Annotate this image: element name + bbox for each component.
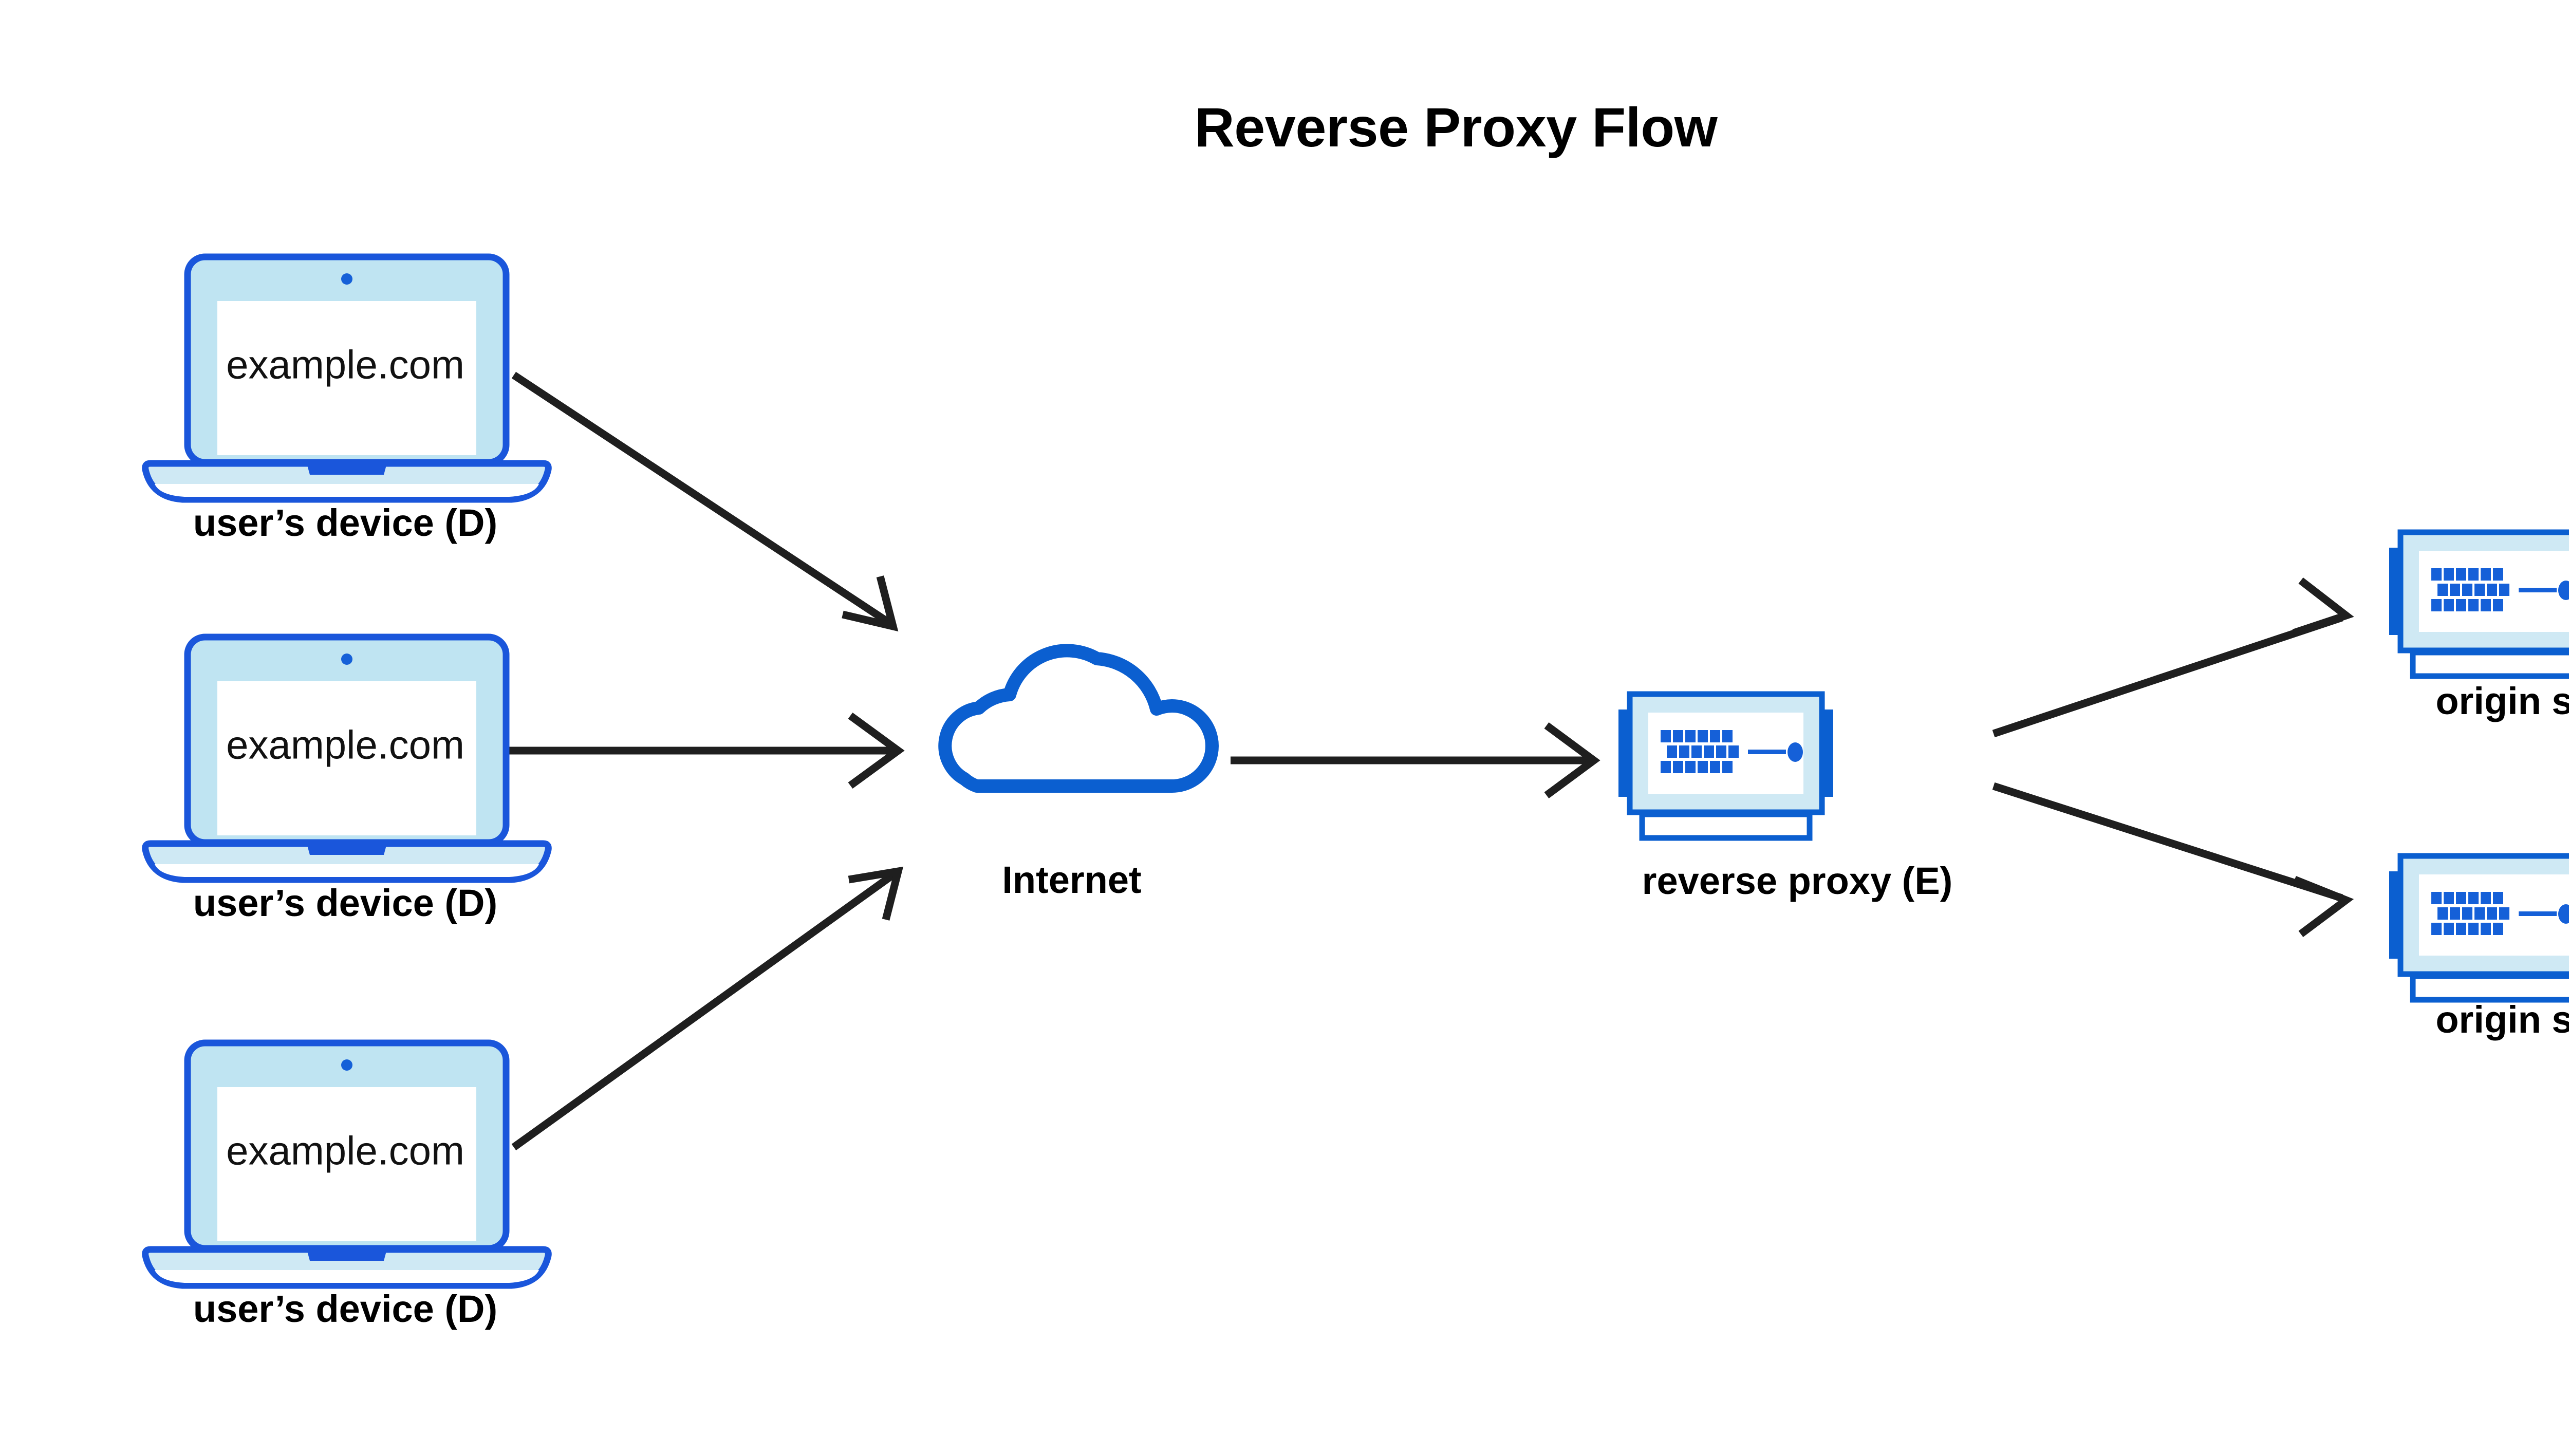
label-origin-server-2: origin server (F) — [2435, 998, 2569, 1041]
device-screen-text: example.com — [226, 722, 464, 768]
edge-device3-to-internet — [511, 866, 904, 1151]
label-device-1: user’s device (D) — [193, 501, 498, 544]
label-origin-server-1: origin server (F) — [2435, 680, 2569, 722]
label-internet: Internet — [1002, 858, 1142, 901]
cloud-icon — [945, 650, 1212, 786]
edge-proxy-to-origin1 — [1992, 577, 2354, 738]
edge-device2-to-internet — [506, 712, 905, 789]
server-icon — [2389, 856, 2569, 1000]
server-icon — [1618, 694, 1833, 838]
label-device-3: user’s device (D) — [193, 1287, 498, 1330]
edge-proxy-to-origin2 — [1992, 782, 2354, 937]
edge-internet-to-proxy — [1231, 722, 1600, 799]
device-screen-text: example.com — [226, 342, 464, 387]
server-icon — [2389, 532, 2569, 676]
page-title: Reverse Proxy Flow — [1194, 96, 1718, 158]
device-screen-text: example.com — [226, 1128, 464, 1173]
label-reverse-proxy: reverse proxy (E) — [1642, 860, 1953, 902]
edge-device1-to-internet — [511, 371, 899, 632]
label-device-2: user’s device (D) — [193, 882, 498, 924]
